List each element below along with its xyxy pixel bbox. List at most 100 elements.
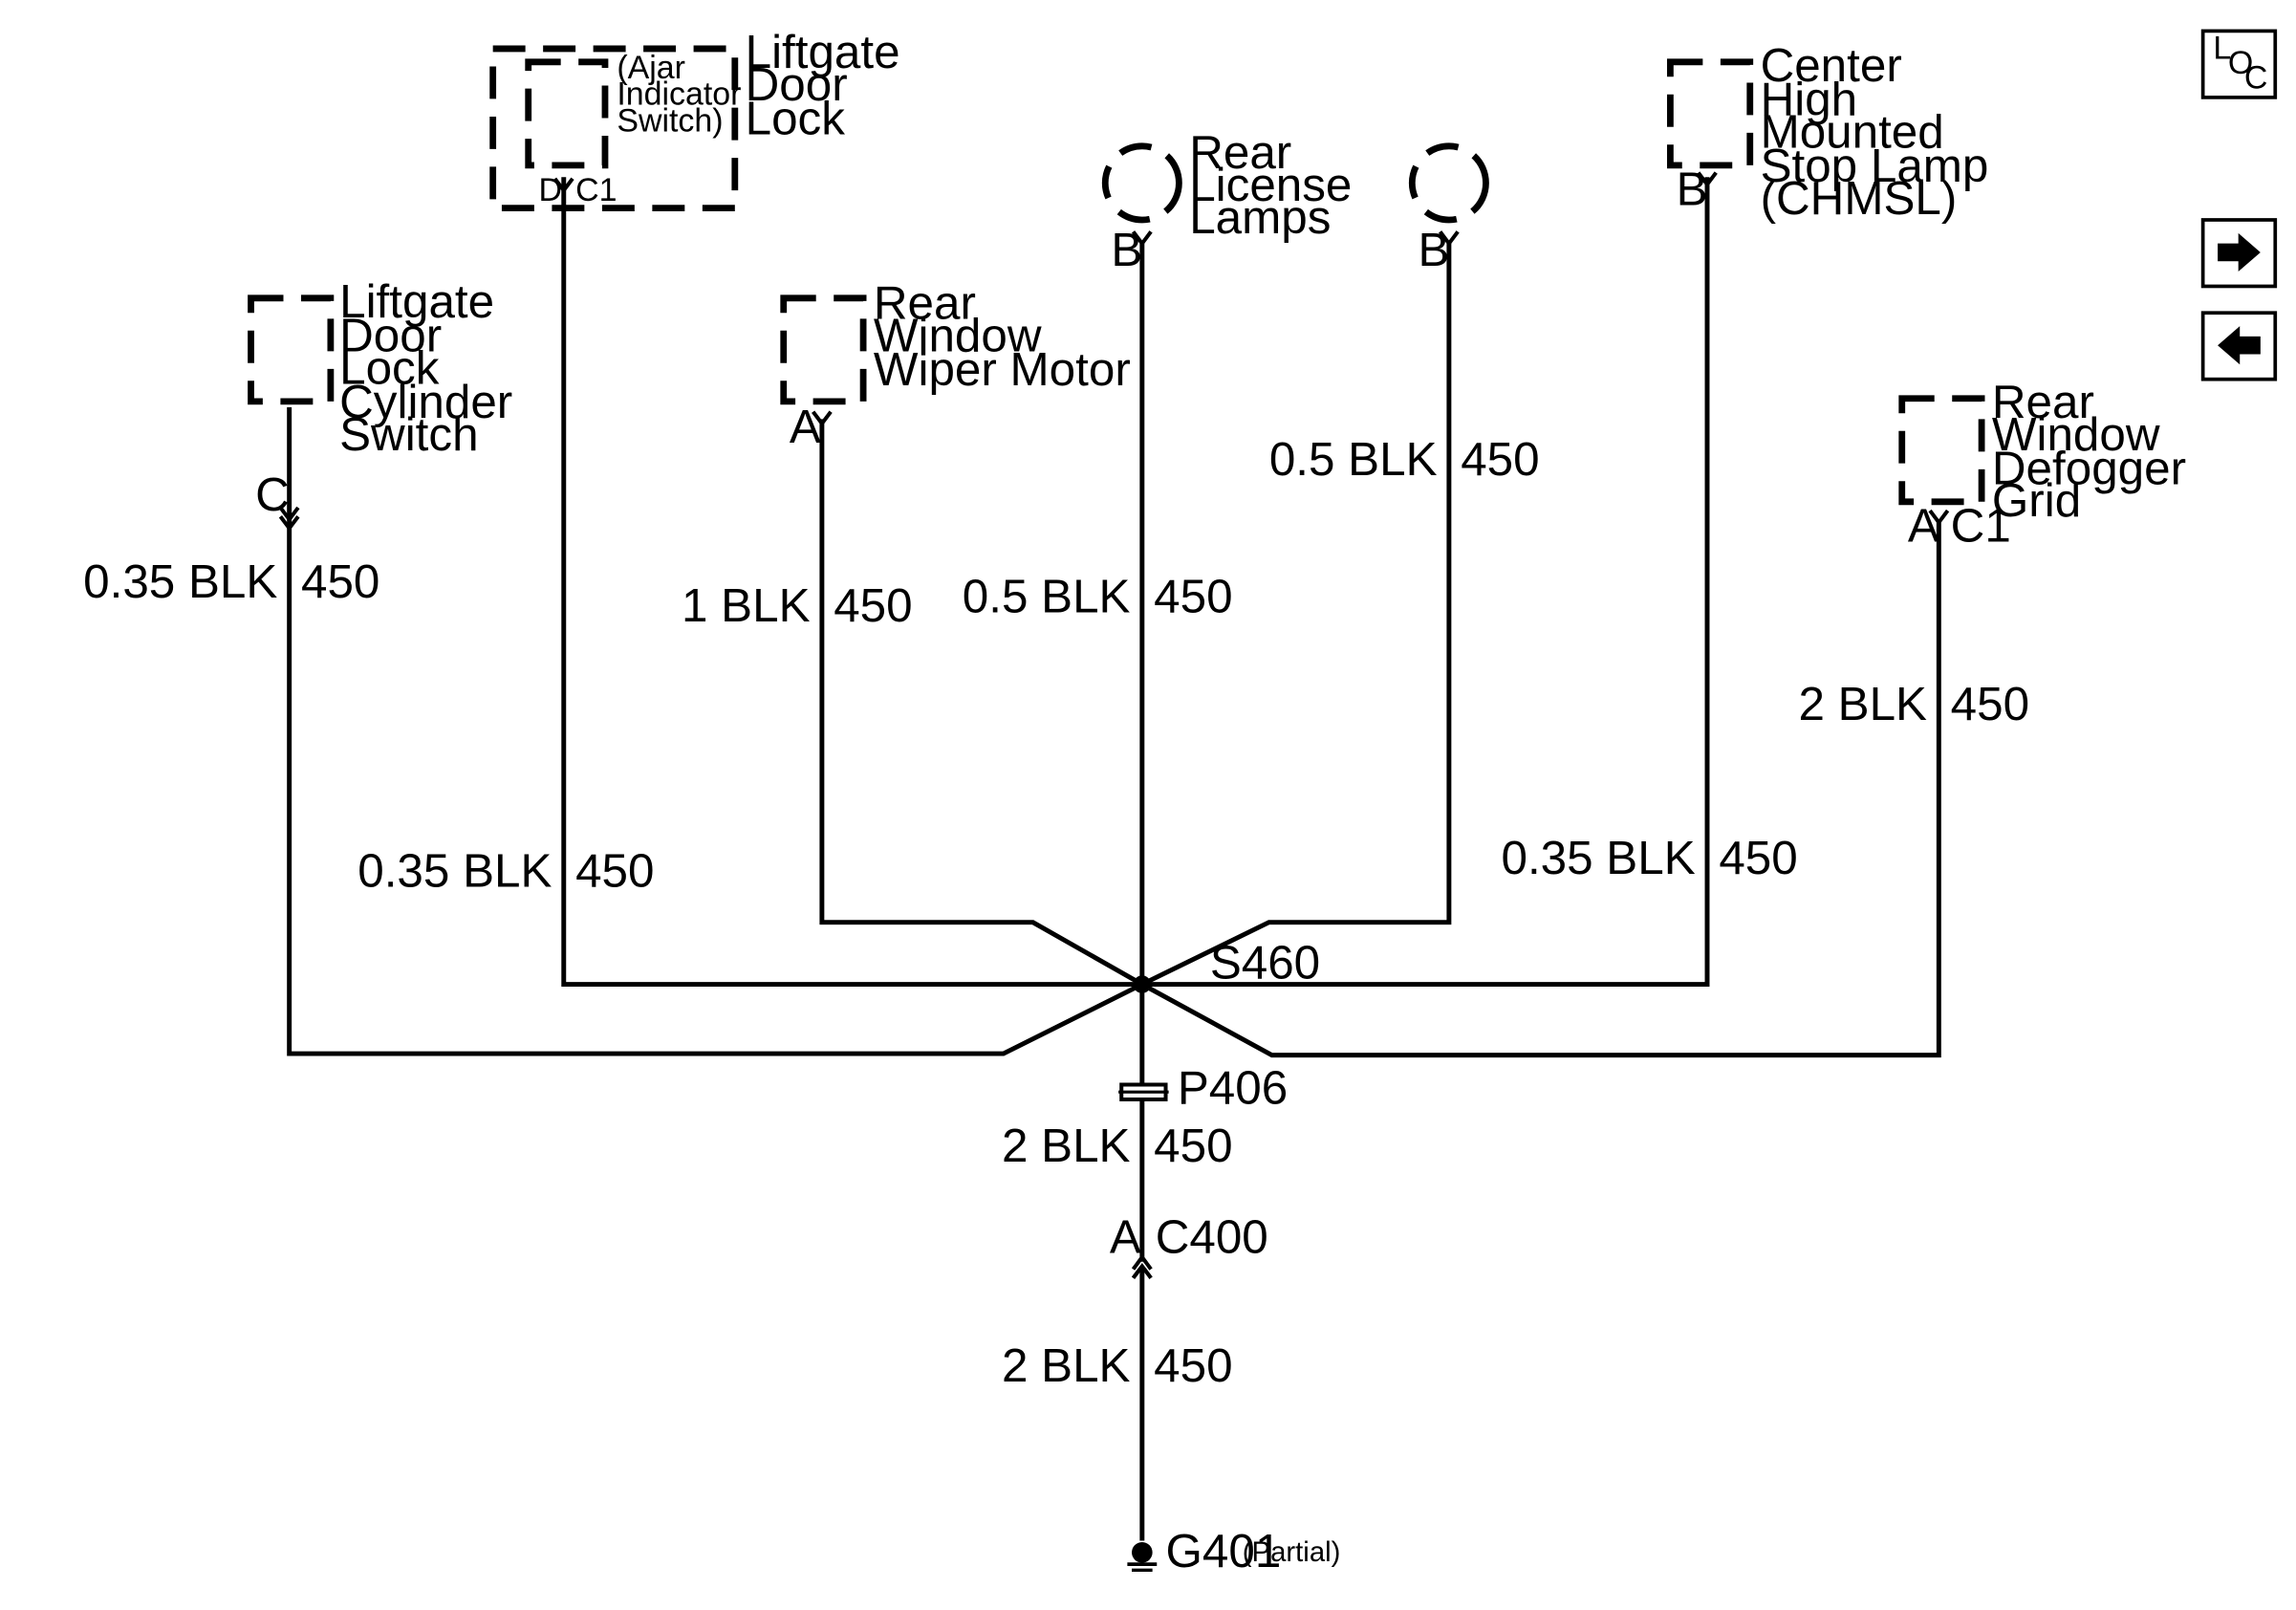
wire-liftgate-lock	[561, 177, 1142, 988]
trunk-upper-circuit: 450	[1154, 1120, 1232, 1172]
rear-license-lamps: Rear License Lamps B B	[1101, 126, 1489, 276]
chmsl-circuit: 450	[1719, 832, 1797, 884]
female-terminal-icon	[812, 410, 833, 427]
pass-through-label: P406	[1178, 1062, 1288, 1115]
chmsl-pin-b: B	[1677, 163, 1708, 216]
wires	[287, 177, 1941, 1541]
defogger-pin-a: A	[1908, 499, 1939, 552]
female-terminal-icon	[1131, 230, 1153, 248]
ajar-line-2: Indicator	[617, 76, 741, 113]
ground-g401: G401 (Partial)	[1127, 1525, 1340, 1577]
license-line-3: Lamps	[1189, 191, 1331, 244]
trunk-lower-circuit: 450	[1154, 1339, 1232, 1392]
license-right-gauge: 0.5 BLK	[1269, 433, 1438, 486]
loc-letter-c: C	[2244, 60, 2268, 97]
splice-label: S460	[1210, 936, 1320, 989]
ajar-line-3: Switch)	[617, 102, 723, 139]
female-terminal-icon	[1697, 171, 1718, 188]
wiper-line-2: Window	[874, 309, 1042, 361]
cylinder-circuit: 450	[301, 555, 379, 608]
wire-cylinder-switch	[287, 407, 1143, 1056]
svg-text:Liftgate Door Lock: Liftgate Door Lock	[746, 26, 914, 144]
ground-label: G401	[1166, 1525, 1282, 1577]
license-left-gauge: 0.5 BLK	[963, 571, 1131, 623]
forward-button[interactable]	[2200, 218, 2278, 289]
svg-text:Rear Window Defogg: Rear Window Defogger Grid	[1992, 376, 2199, 527]
wiper-line-3: Wiper Motor	[874, 343, 1131, 396]
wire-labels: 0.35 BLK 450 0.35 BLK 450 1 BLK 450 0.5 …	[83, 433, 2029, 1392]
ajar-line-1: (Ajar	[617, 50, 685, 86]
wiper-circuit: 450	[834, 579, 912, 632]
lock-gauge: 0.35 BLK	[357, 845, 552, 898]
svg-text:Rear License Lamps: Rear License Lamps	[1189, 126, 1365, 244]
defogger-gauge: 2 BLK	[1798, 678, 1927, 730]
connector-arrow-icon	[278, 506, 300, 532]
arrow-right-icon	[2218, 232, 2261, 272]
svg-text:Liftgate Door Lock: Liftgate Door Lock Cylinder Switch	[339, 275, 526, 461]
defogger-line-2: Window	[1992, 408, 2160, 461]
cylinder-line-5: Switch	[339, 408, 478, 461]
liftgate-cylinder-switch: Liftgate Door Lock Cylinder Switch C	[248, 275, 526, 532]
license-line-2: License	[1189, 159, 1352, 211]
arrow-left-icon	[2218, 326, 2261, 365]
wiper-gauge: 1 BLK	[682, 579, 811, 632]
cylinder-pin-c: C	[255, 468, 290, 521]
female-terminal-icon	[552, 177, 574, 194]
svg-text:(Ajar Indicator Sw: (Ajar Indicator Switch)	[617, 50, 750, 140]
wire-defogger	[1140, 519, 1941, 1058]
license-line-1: Rear	[1189, 126, 1291, 179]
defogger-pin-c1: C1	[1951, 499, 2011, 552]
license-pin-b-left: B	[1111, 224, 1142, 276]
wire-chmsl	[1141, 177, 1710, 988]
cylinder-line-4: Cylinder	[339, 376, 512, 428]
ground-icon	[1127, 1541, 1158, 1573]
liftgate-door-lock: (Ajar Indicator Switch) Liftgate Door Lo…	[489, 26, 914, 212]
wiper-pin-a: A	[790, 401, 821, 453]
defogger-circuit: 450	[1951, 678, 2029, 730]
wire-license-lamp-right	[1140, 240, 1452, 987]
cylinder-line-3: Lock	[339, 341, 440, 394]
defogger-line-4: Grid	[1992, 474, 2081, 527]
chmsl: Center High Mounted Stop Lamp (CHMSL) B	[1667, 39, 2003, 225]
trunk-upper-gauge: 2 BLK	[1002, 1120, 1131, 1172]
svg-text:Rear Window Wiper: Rear Window Wiper Motor	[874, 276, 1131, 395]
cylinder-gauge: 0.35 BLK	[83, 555, 277, 608]
loc-button[interactable]: L O C	[2200, 29, 2278, 99]
liftgate-lock-line-2: Door	[746, 58, 848, 111]
female-terminal-icon	[1928, 509, 1950, 526]
rear-defogger-grid: Rear Window Defogger Grid A C1	[1898, 376, 2199, 552]
defogger-line-1: Rear	[1992, 376, 2094, 428]
loc-letter-l: L	[2213, 31, 2231, 67]
liftgate-lock-line-3: Lock	[746, 92, 846, 144]
cylinder-line-2: Door	[339, 309, 442, 361]
connector-c400: A C400	[1110, 1210, 1268, 1279]
chmsl-line-5: (CHMSL)	[1761, 172, 1958, 225]
loc-letter-o: O	[2228, 45, 2253, 81]
lock-circuit: 450	[575, 845, 654, 898]
liftgate-lock-pin-c1: C1	[575, 172, 617, 208]
wiper-line-1: Rear	[874, 276, 976, 329]
c400-label: C400	[1156, 1210, 1268, 1263]
c400-pin-a: A	[1110, 1210, 1141, 1263]
chmsl-line-1: Center	[1761, 39, 1902, 92]
trunk-lower-gauge: 2 BLK	[1002, 1339, 1131, 1392]
svg-text:Center High Mounte: Center High Mounted Stop Lamp (CHMSL)	[1761, 39, 2003, 225]
rear-wiper-motor: Rear Window Wiper Motor A	[780, 276, 1131, 453]
liftgate-lock-pin-d: D	[539, 172, 563, 208]
ground-note: (Partial)	[1243, 1536, 1341, 1568]
liftgate-lock-line-1: Liftgate	[746, 26, 900, 78]
chmsl-gauge: 0.35 BLK	[1501, 832, 1695, 884]
chmsl-line-4: Stop Lamp	[1761, 140, 1989, 192]
pass-through-p406: P406	[1118, 1062, 1288, 1115]
chmsl-line-3: Mounted	[1761, 105, 1944, 158]
splice-s460	[1133, 975, 1152, 993]
chmsl-line-2: High	[1761, 73, 1858, 125]
cylinder-line-1: Liftgate	[339, 275, 494, 328]
wire-wiper-motor	[819, 419, 1144, 987]
defogger-line-3: Defogger	[1992, 442, 2186, 494]
back-button[interactable]	[2200, 311, 2278, 381]
license-right-circuit: 450	[1461, 433, 1539, 486]
female-terminal-icon	[1439, 230, 1460, 248]
license-left-circuit: 450	[1154, 571, 1232, 623]
